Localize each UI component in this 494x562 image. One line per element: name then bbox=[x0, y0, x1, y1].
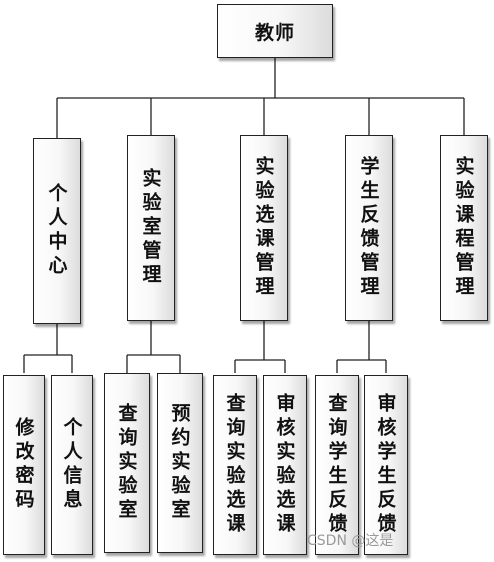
leaf-node-query-course-selection: 查询实验选课 bbox=[213, 375, 257, 555]
leaf-node-query-student-feedback: 查询学生反馈 bbox=[315, 375, 359, 555]
watermark: CSDN @这是 bbox=[307, 533, 394, 549]
leaf-label: 个人信息 bbox=[60, 417, 83, 513]
leaf-node-personal-info: 个人信息 bbox=[51, 375, 93, 555]
leaf-label: 修改密码 bbox=[12, 417, 35, 513]
leaf-label: 查询实验选课 bbox=[223, 393, 246, 537]
module-node-course-selection-management: 实验选课管理 bbox=[240, 135, 288, 321]
module-node-lab-management: 实验室管理 bbox=[127, 135, 175, 321]
module-label: 学生反馈管理 bbox=[357, 156, 380, 300]
leaf-node-review-course-selection: 审核实验选课 bbox=[263, 375, 307, 555]
root-node: 教师 bbox=[217, 4, 333, 58]
module-label: 个人中心 bbox=[45, 183, 68, 279]
leaf-label: 审核学生反馈 bbox=[374, 393, 397, 537]
root-node-label: 教师 bbox=[254, 21, 295, 44]
module-label: 实验室管理 bbox=[139, 168, 162, 288]
leaf-label: 预约实验室 bbox=[168, 403, 191, 523]
leaf-node-change-password: 修改密码 bbox=[3, 375, 45, 555]
leaf-node-review-student-feedback: 审核学生反馈 bbox=[364, 375, 408, 555]
leaf-node-query-lab: 查询实验室 bbox=[104, 373, 150, 553]
leaf-label: 查询实验室 bbox=[115, 403, 138, 523]
module-node-lab-course-management: 实验课程管理 bbox=[440, 135, 488, 321]
leaf-label: 查询学生反馈 bbox=[325, 393, 348, 537]
module-label: 实验课程管理 bbox=[452, 156, 475, 300]
module-label: 实验选课管理 bbox=[252, 156, 275, 300]
module-node-personal-center: 个人中心 bbox=[33, 138, 81, 324]
module-node-student-feedback-management: 学生反馈管理 bbox=[345, 135, 393, 321]
leaf-label: 审核实验选课 bbox=[273, 393, 296, 537]
leaf-node-reserve-lab: 预约实验室 bbox=[157, 373, 203, 553]
